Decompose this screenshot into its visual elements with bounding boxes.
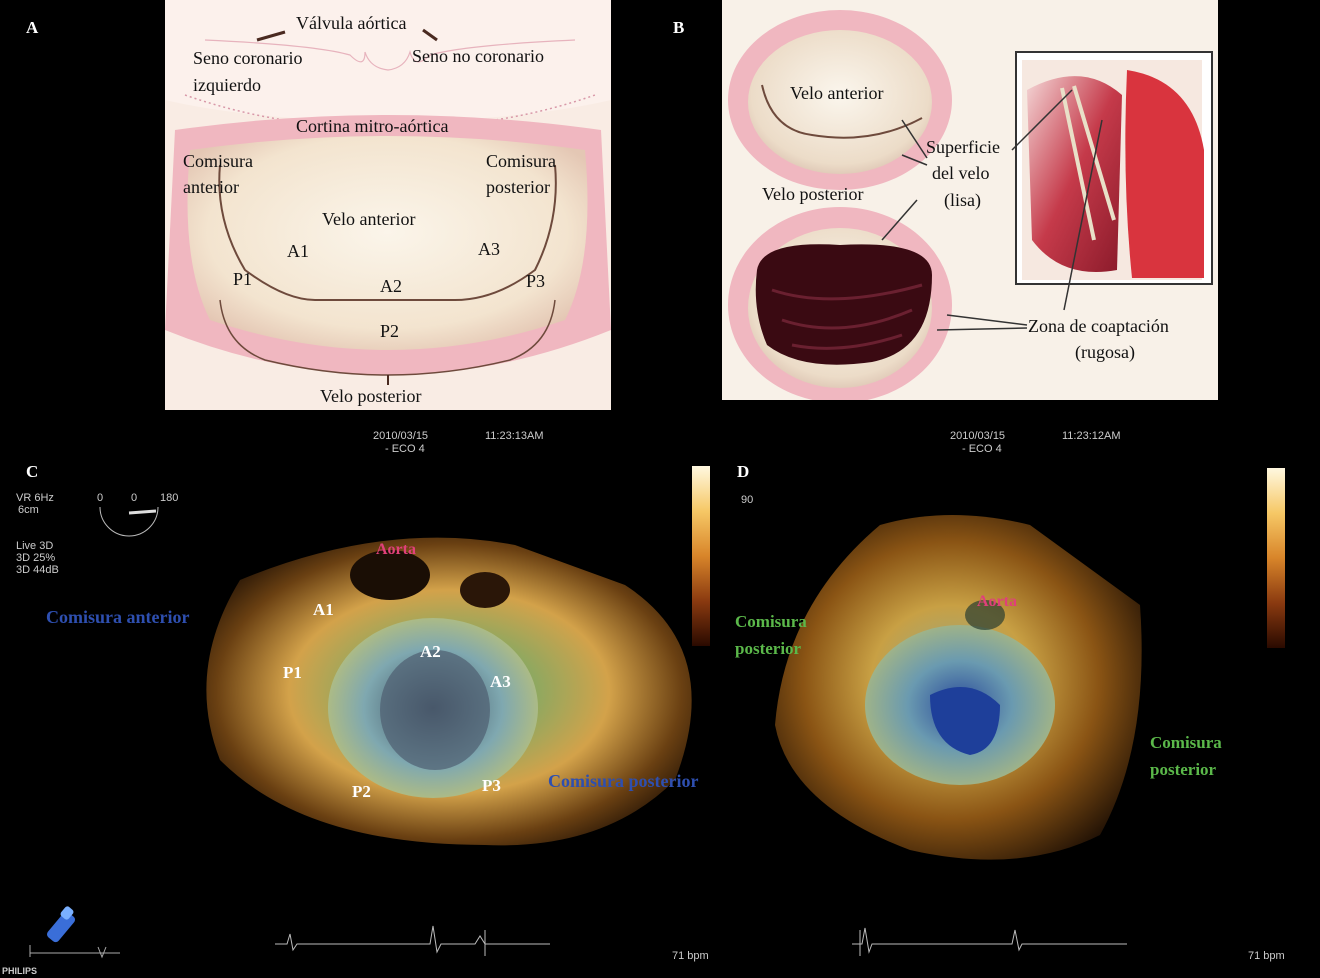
echo-c-a2: A2 [420,642,441,662]
label-b-zona-1: Zona de coaptación [1028,315,1169,337]
echo-c-angle-2: 0 [131,492,137,504]
panel-letter-b: B [673,18,684,38]
label-b-superficie-2: del velo [932,162,989,184]
echo-c-comisura-posterior: Comisura posterior [548,771,698,792]
panel-letter-d: D [737,462,749,482]
label-valvula-aortica: Válvula aórtica [296,12,406,34]
echo-d-time: 11:23:12AM [1062,430,1121,442]
label-a2: A2 [380,275,402,297]
label-b-velo-anterior: Velo anterior [790,82,883,104]
echo-c-setting-5: 3D 25% [16,552,55,564]
brand-logo: PHILIPS [2,966,37,976]
echo-c-p3: P3 [482,776,501,796]
echo-c-a1: A1 [313,600,334,620]
echo-3d-render-c [185,520,725,850]
label-comisura-anterior-2: anterior [183,176,239,198]
echo-3d-render-d [770,505,1190,875]
echo-d-station: - ECO 4 [962,443,1002,455]
label-comisura-posterior-2: posterior [486,176,550,198]
label-seno-coronario-izq-1: Seno coronario [193,47,302,69]
echo-d-comisura-right-1: Comisura [1150,733,1222,753]
color-scale-d [1267,468,1285,648]
echo-d-depth: 90 [741,494,753,506]
echo-c-station: - ECO 4 [385,443,425,455]
echo-c-setting-1: VR 6Hz [16,492,54,504]
label-b-superficie-3: (lisa) [944,189,981,211]
echo-d-bpm: 71 bpm [1248,950,1285,962]
echo-c-date: 2010/03/15 [373,430,428,442]
echo-d-comisura-left-2: posterior [735,639,801,659]
echo-d-comisura-right-2: posterior [1150,760,1216,780]
probe-icon [22,905,132,965]
label-p3: P3 [526,270,545,292]
echo-c-p1: P1 [283,663,302,683]
label-cortina-mitro-aortica: Cortina mitro-aórtica [296,115,448,137]
label-p1: P1 [233,268,252,290]
label-comisura-anterior-1: Comisura [183,150,253,172]
label-comisura-posterior-1: Comisura [486,150,556,172]
echo-d-comisura-left-1: Comisura [735,612,807,632]
panel-letter-c: C [26,462,38,482]
echo-c-p2: P2 [352,782,371,802]
label-seno-coronario-izq-2: izquierdo [193,74,261,96]
label-a3: A3 [478,238,500,260]
echo-c-time: 11:23:13AM [485,430,544,442]
echo-d-date: 2010/03/15 [950,430,1005,442]
echo-c-setting-6: 3D 44dB [16,564,59,576]
echo-d-aorta: Aorta [977,593,1017,611]
echo-c-a3: A3 [490,672,511,692]
echo-c-setting-2: 6cm [18,504,39,516]
ecg-trace-c [275,920,550,960]
echo-c-setting-4: Live 3D [16,540,53,552]
echo-c-comisura-anterior: Comisura anterior [46,607,189,628]
label-b-superficie-1: Superficie [926,136,1000,158]
label-p2: P2 [380,320,399,342]
label-b-velo-posterior: Velo posterior [762,183,863,205]
echo-c-bpm: 71 bpm [672,950,709,962]
label-a1: A1 [287,240,309,262]
label-velo-anterior: Velo anterior [322,208,415,230]
echo-c-angle-1: 0 [97,492,103,504]
probe-angle-icon [98,505,160,545]
label-seno-no-coronario: Seno no coronario [412,45,544,67]
label-b-zona-2: (rugosa) [1075,341,1135,363]
echo-c-aorta: Aorta [376,541,416,559]
ecg-trace-d [852,920,1127,960]
panel-letter-a: A [26,18,38,38]
label-velo-posterior: Velo posterior [320,385,421,407]
echo-c-angle-3: 180 [160,492,178,504]
